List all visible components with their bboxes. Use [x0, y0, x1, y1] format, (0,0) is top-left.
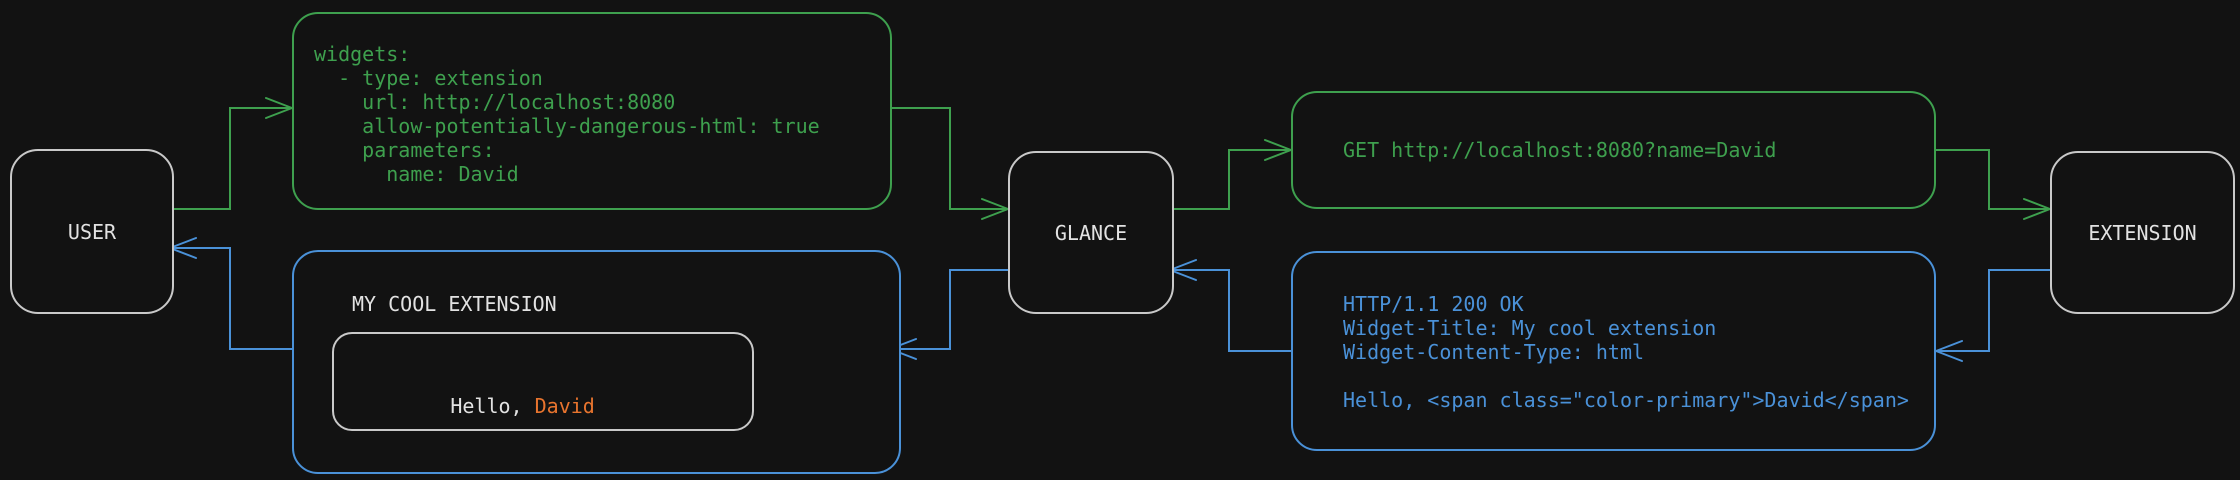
- config-line: name: David: [314, 162, 519, 186]
- widget-title: MY COOL EXTENSION: [352, 292, 557, 316]
- node-user-label: USER: [67, 219, 117, 244]
- config-yaml-box: widgets: - type: extension url: http://l…: [292, 12, 892, 210]
- config-line: url: http://localhost:8080: [314, 90, 676, 114]
- http-response-box: HTTP/1.1 200 OK Widget-Title: My cool ex…: [1291, 251, 1936, 451]
- node-extension: EXTENSION: [2050, 151, 2235, 314]
- widget-preview-box: MY COOL EXTENSION Hello, David: [292, 250, 901, 474]
- node-user: USER: [10, 149, 174, 314]
- config-line: allow-potentially-dangerous-html: true: [314, 114, 820, 138]
- arrow-glance-to-request: [1169, 139, 1292, 210]
- response-line: HTTP/1.1 200 OK: [1343, 292, 1524, 316]
- node-glance: GLANCE: [1008, 151, 1174, 314]
- response-line: Hello, <span class="color-primary">David…: [1343, 388, 1909, 412]
- config-line: - type: extension: [314, 66, 543, 90]
- arrow-response-to-glance: [1169, 259, 1292, 352]
- arrow-user-to-config: [169, 97, 293, 210]
- arrow-request-to-extension: [1935, 149, 2051, 220]
- arrow-extension-to-response: [1935, 269, 2051, 362]
- greeting-name: David: [534, 394, 595, 418]
- http-request-box: GET http://localhost:8080?name=David: [1291, 91, 1936, 209]
- node-extension-label: EXTENSION: [2088, 220, 2197, 245]
- arrow-widget-to-user: [169, 237, 293, 350]
- node-glance-label: GLANCE: [1054, 220, 1128, 245]
- arrow-glance-to-widget: [889, 269, 1009, 360]
- response-line: Widget-Title: My cool extension: [1343, 316, 1717, 340]
- greeting-prefix: Hello,: [450, 394, 535, 418]
- widget-greeting: Hello, David: [354, 370, 595, 418]
- config-line: widgets:: [314, 42, 411, 66]
- response-line: [1343, 364, 1934, 388]
- request-line: GET http://localhost:8080?name=David: [1343, 138, 1777, 162]
- widget-inner-box: Hello, David: [332, 332, 754, 431]
- arrow-config-to-glance: [891, 107, 1009, 220]
- response-line: Widget-Content-Type: html: [1343, 340, 1645, 364]
- config-line: parameters:: [314, 138, 495, 162]
